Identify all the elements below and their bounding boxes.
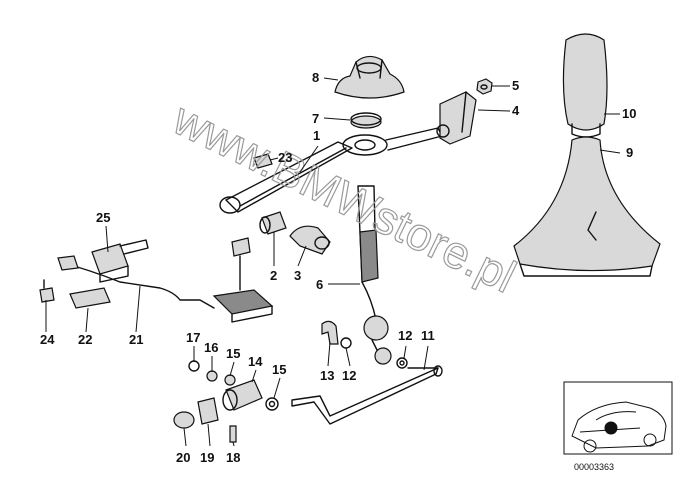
part-2-bushing bbox=[259, 211, 287, 235]
car-locator-inset bbox=[563, 381, 673, 455]
reference-code: 00003363 bbox=[574, 462, 614, 472]
callout-13: 13 bbox=[320, 368, 334, 383]
callout-6: 6 bbox=[316, 277, 323, 292]
callout-24: 24 bbox=[40, 332, 55, 347]
part-25-switch bbox=[91, 239, 149, 283]
callout-10: 10 bbox=[622, 106, 636, 121]
callout-4: 4 bbox=[512, 103, 520, 118]
part-18-pin bbox=[229, 425, 237, 443]
callout-12b: 12 bbox=[342, 368, 356, 383]
callout-20: 20 bbox=[176, 450, 190, 465]
part-7-ring bbox=[350, 112, 382, 129]
callout-15b: 15 bbox=[272, 362, 286, 377]
callout-8: 8 bbox=[312, 70, 319, 85]
callout-11: 11 bbox=[421, 328, 435, 343]
callout-21: 21 bbox=[129, 332, 143, 347]
part-19-bush bbox=[197, 397, 219, 425]
part-11-linkage-rod bbox=[291, 365, 443, 425]
callout-labels: 8 7 1 5 4 10 9 23 2 3 6 25 24 22 21 13 1… bbox=[40, 70, 636, 465]
callout-2: 2 bbox=[270, 268, 277, 283]
part-13-clip bbox=[321, 320, 339, 345]
part-21-cable bbox=[57, 255, 215, 309]
callout-12a: 12 bbox=[398, 328, 412, 343]
callout-15a: 15 bbox=[226, 346, 240, 361]
part-20-cap bbox=[173, 411, 195, 429]
callout-7: 7 bbox=[312, 111, 319, 126]
part-10-shift-knob bbox=[562, 33, 608, 138]
callout-3: 3 bbox=[294, 268, 301, 283]
part-9-gaiter bbox=[513, 136, 661, 277]
part-14-joint bbox=[222, 379, 263, 411]
callout-22: 22 bbox=[78, 332, 92, 347]
part-contact-plate bbox=[212, 237, 274, 323]
callout-5: 5 bbox=[512, 78, 519, 93]
leader-lines bbox=[45, 77, 621, 447]
part-3-clamp bbox=[289, 225, 331, 255]
callout-25: 25 bbox=[96, 210, 110, 225]
part-1-shift-arm bbox=[219, 127, 443, 214]
callout-1: 1 bbox=[313, 128, 320, 143]
callout-17: 17 bbox=[186, 330, 200, 345]
callout-16: 16 bbox=[204, 340, 218, 355]
location-marker-icon bbox=[604, 421, 618, 435]
part-23-clip bbox=[253, 153, 273, 169]
part-22-holder bbox=[69, 287, 111, 309]
part-8-rubber-boot bbox=[334, 55, 405, 99]
callout-14: 14 bbox=[248, 354, 263, 369]
callout-9: 9 bbox=[626, 145, 633, 160]
callout-19: 19 bbox=[200, 450, 214, 465]
callout-18: 18 bbox=[226, 450, 240, 465]
part-5-nut bbox=[476, 78, 493, 95]
part-6-gear-lever bbox=[357, 185, 392, 365]
callout-23: 23 bbox=[278, 150, 292, 165]
part-24-plug bbox=[39, 279, 55, 303]
part-4-bracket bbox=[436, 91, 477, 145]
